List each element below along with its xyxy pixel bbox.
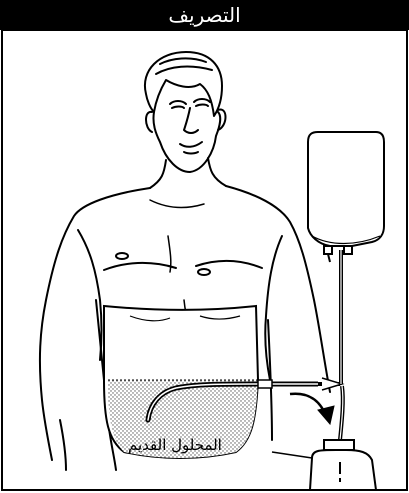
old-solution-label: المحلول القديم xyxy=(128,436,222,454)
